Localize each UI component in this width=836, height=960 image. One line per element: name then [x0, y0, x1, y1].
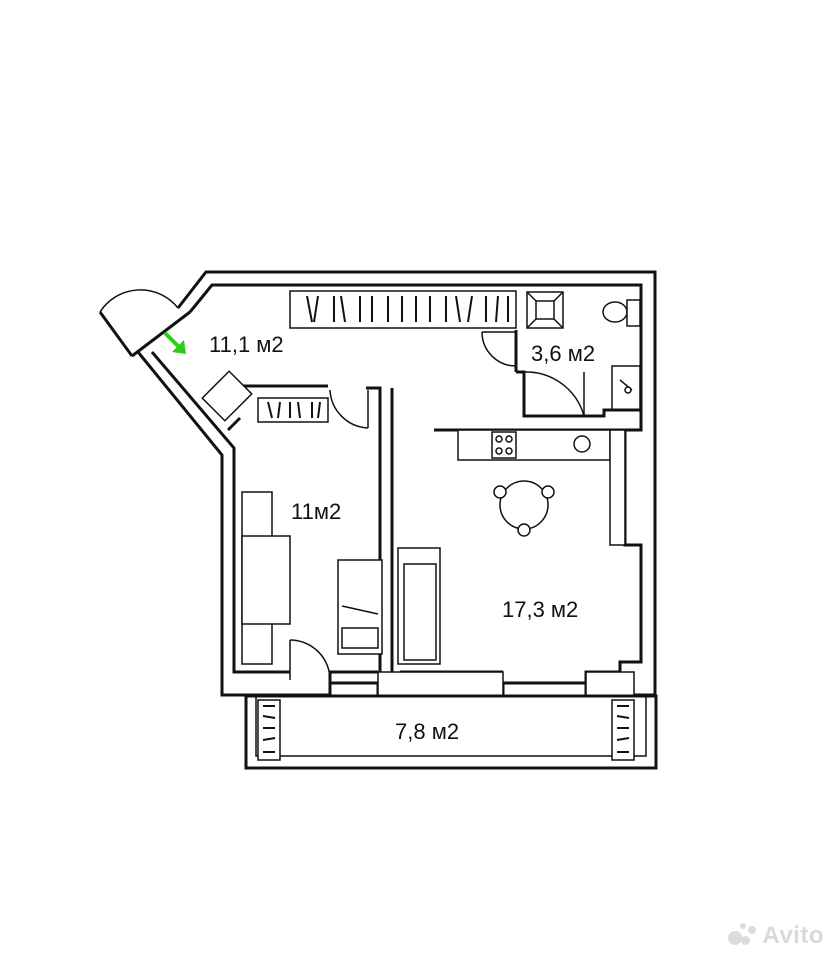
desk-unit: [241, 535, 291, 625]
room-label-hall: 11,1 м2: [209, 332, 284, 357]
entrance-arrow-head: [172, 340, 186, 354]
hall-wardrobe: [289, 290, 517, 329]
shower-drain: [535, 300, 555, 320]
balcony-wardrobe-right: [611, 699, 635, 761]
hanger: [467, 295, 473, 323]
hanger: [616, 715, 630, 719]
hall-door-swing: [481, 331, 517, 367]
hanger: [495, 295, 499, 323]
dining-chair: [541, 485, 555, 499]
watermark-text: Avito: [762, 922, 824, 949]
hanger: [297, 401, 301, 419]
bedroom-door-swing: [329, 389, 369, 429]
windows: [377, 671, 635, 697]
hob-burner: [505, 435, 513, 443]
room-label-bedroom: 11м2: [291, 499, 341, 524]
hob-burner: [495, 435, 503, 443]
hob-burner: [505, 447, 513, 455]
hanger: [262, 737, 276, 741]
avito-logo-icon: [728, 923, 758, 949]
hanger: [313, 295, 319, 323]
window-kitchen: [585, 671, 635, 697]
entrance-door-swing: [99, 289, 179, 313]
hanger: [340, 295, 346, 323]
window-living: [377, 671, 504, 697]
living-kitchen: [397, 428, 626, 665]
bathroom-fixtures: [481, 291, 641, 418]
dining-chair: [517, 523, 531, 537]
room-label-bathroom: 3,6 м2: [531, 341, 595, 366]
balcony-wardrobe-left: [257, 699, 281, 761]
bathroom-partition: [514, 330, 641, 418]
dining-chair: [493, 485, 507, 499]
hanger: [616, 737, 630, 741]
room-label-living: 17,3 м2: [502, 597, 578, 622]
entrance-jamb: [131, 310, 191, 358]
toilet-bowl: [602, 301, 628, 323]
bedroom-corner-wall: [201, 370, 253, 422]
bedroom-wardrobe: [257, 397, 329, 423]
hanger: [306, 295, 313, 323]
dining-table: [499, 480, 549, 530]
entrance-door-leaf: [98, 311, 134, 357]
bedroom: [201, 370, 394, 681]
watermark: Avito: [728, 922, 824, 950]
entrance-arrow-icon: [164, 332, 186, 354]
hob-burner: [495, 447, 503, 455]
kitchen-counter-side: [609, 429, 626, 546]
hanger: [277, 401, 281, 419]
hanger: [262, 715, 276, 719]
toilet-tank: [626, 299, 641, 327]
hanger: [317, 401, 321, 419]
bed-pillow: [341, 627, 379, 649]
washbasin-drain: [624, 386, 632, 394]
kitchen-sink: [573, 435, 591, 453]
balcony: [244, 694, 658, 770]
hanger: [455, 295, 461, 323]
hob: [491, 431, 517, 459]
sofa-seat: [403, 563, 437, 661]
entrance-arrow-shaft: [164, 332, 181, 349]
balcony-inner-outline: [255, 695, 647, 757]
bathroom-door-swing: [523, 371, 585, 417]
bed-blanket-line: [341, 605, 379, 615]
hanger: [267, 401, 273, 419]
balcony-door-swing: [289, 639, 331, 681]
room-label-balcony: 7,8 м2: [395, 719, 459, 744]
